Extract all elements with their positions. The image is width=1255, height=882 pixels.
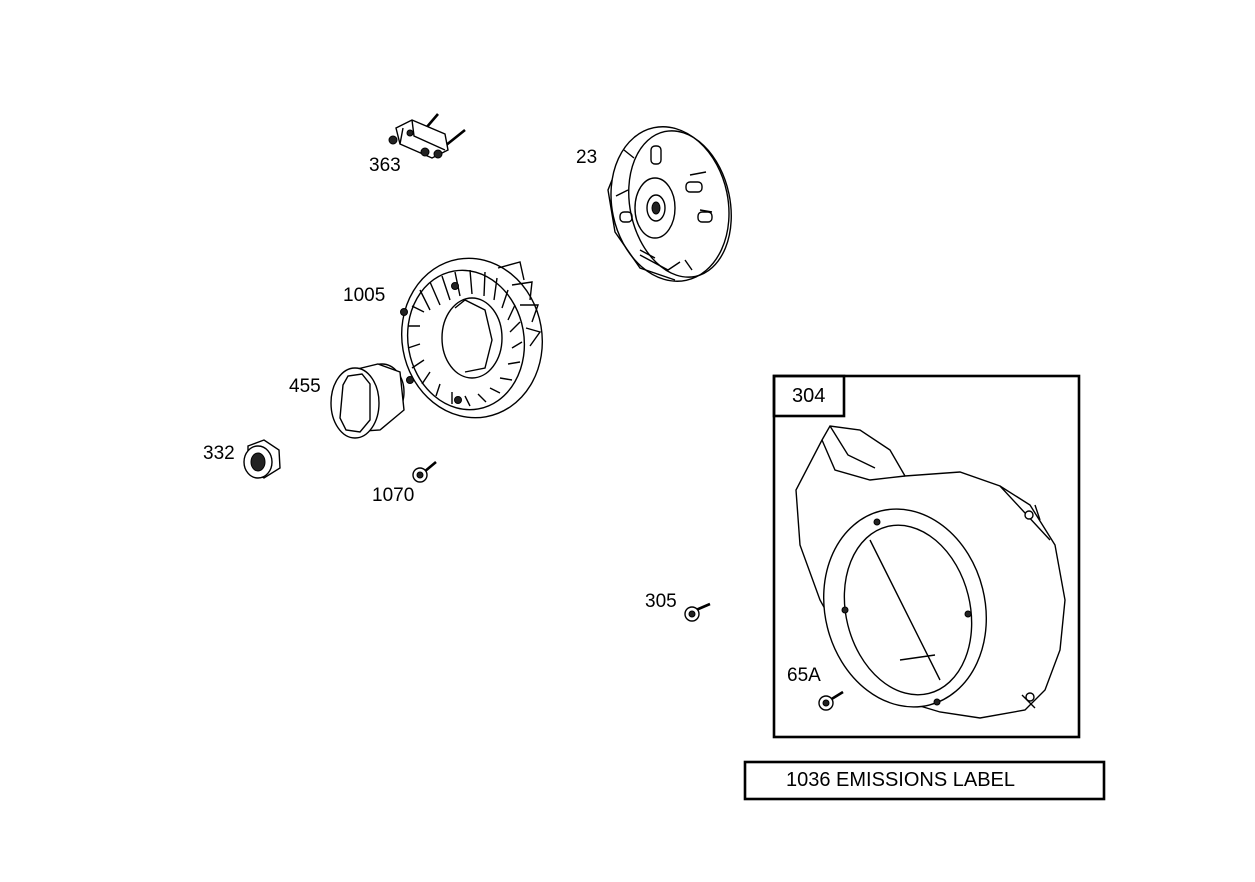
label-363: 363 (369, 155, 401, 176)
emissions-label-text: 1036 EMISSIONS LABEL (786, 769, 1015, 791)
part-332-nut-icon (243, 439, 281, 479)
label-332: 332 (203, 443, 235, 464)
part-1070-screw-icon (412, 461, 437, 483)
part-363-bracket-icon (388, 113, 466, 159)
part-23-flywheel-icon (607, 126, 732, 282)
label-1005: 1005 (343, 285, 385, 306)
label-305: 305 (645, 591, 677, 612)
label-65a: 65A (787, 665, 821, 686)
label-1070: 1070 (372, 485, 414, 506)
part-455-cup-icon (330, 363, 405, 439)
part-305-screw-icon (684, 602, 711, 622)
label-23: 23 (576, 147, 597, 168)
part-1005-fan-icon (400, 257, 544, 419)
kit-304-tag (772, 374, 846, 418)
kit-304-box (772, 374, 1081, 739)
label-304: 304 (792, 385, 825, 407)
part-304-blower-housing-icon (795, 425, 1066, 719)
emissions-label-box (743, 760, 1106, 801)
part-65a-screw-icon (818, 690, 844, 711)
label-455: 455 (289, 376, 321, 397)
